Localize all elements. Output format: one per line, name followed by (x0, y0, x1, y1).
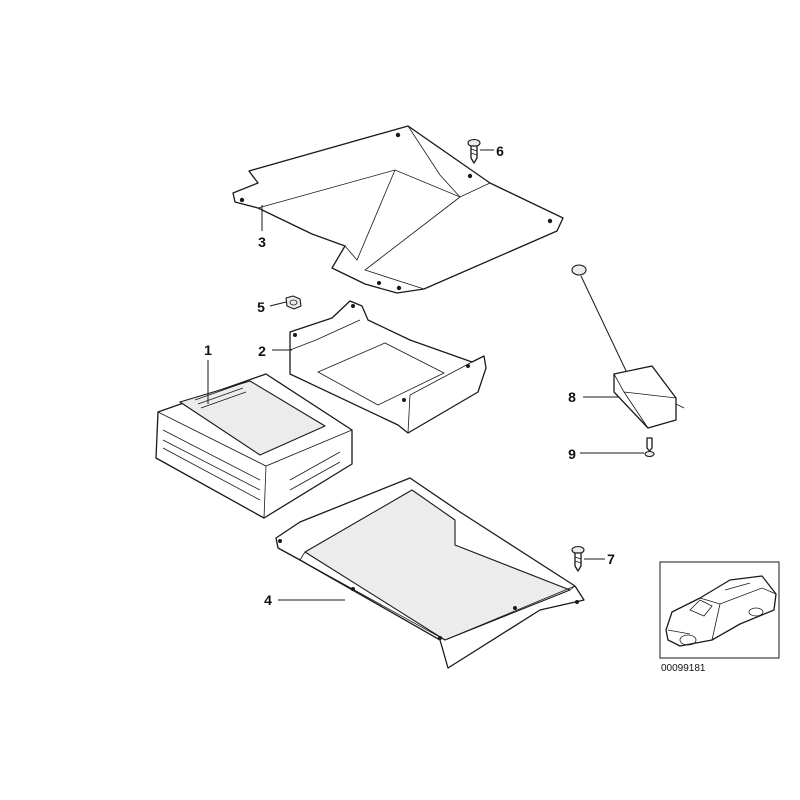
callout-8: 8 (568, 389, 576, 405)
callout-5: 5 (257, 299, 265, 315)
screw-part-6[interactable] (467, 138, 481, 164)
callout-4: 4 (264, 592, 272, 608)
callout-6: 6 (496, 143, 504, 159)
leader-lines (207, 149, 644, 601)
callout-7: 7 (607, 551, 615, 567)
tray-part-4[interactable] (275, 477, 585, 669)
car-icon (665, 575, 777, 647)
cover-plate-part-3[interactable] (232, 125, 564, 294)
nut-part-5[interactable] (285, 295, 302, 310)
antenna-module-part-8[interactable] (571, 264, 685, 429)
reference-number: 00099181 (661, 663, 706, 674)
callout-3: 3 (258, 234, 266, 250)
callout-1: 1 (204, 342, 212, 358)
callout-9: 9 (568, 446, 576, 462)
bracket-part-2[interactable] (289, 300, 487, 434)
dvd-unit-part-1[interactable] (155, 373, 353, 519)
vehicle-inset: 00099181 (659, 561, 780, 674)
screw-part-9[interactable] (644, 437, 655, 458)
callout-2: 2 (258, 343, 266, 359)
screw-part-7[interactable] (571, 545, 585, 572)
